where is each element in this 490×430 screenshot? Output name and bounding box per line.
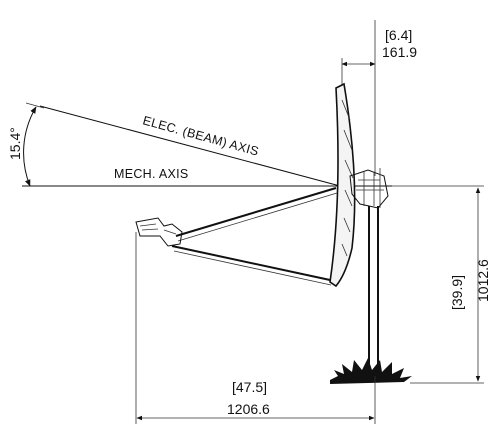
upper-strut-inner [177, 192, 338, 242]
upper-strut [175, 187, 337, 237]
feed-horn-detail [139, 223, 177, 235]
top-dim-inches: [6.4] [385, 27, 412, 43]
mech-axis-label: MECH. AXIS [114, 167, 189, 181]
mount-bracket [349, 169, 389, 209]
lower-strut-inner [173, 250, 332, 286]
angle-arc [23, 106, 37, 187]
bottom-dim-mm: 1206.6 [227, 401, 270, 417]
right-dim-inches: [39.9] [449, 275, 465, 310]
top-dim-mm: 161.9 [382, 44, 417, 60]
reflector-dish [329, 82, 356, 288]
elec-beam-axis-extension [25, 102, 45, 109]
elec-beam-axis-line [39, 105, 341, 187]
reflector-ribs [341, 99, 354, 257]
lower-strut [171, 245, 331, 281]
mount-bracket-detail [356, 172, 384, 206]
bottom-dim-inches: [47.5] [232, 379, 267, 395]
elec-axis-label: ELEC. (BEAM) AXIS [141, 113, 260, 158]
right-dim-mm: 1012.6 [475, 259, 490, 302]
angle-label: 15.4° [7, 127, 23, 160]
ground-grass [330, 358, 412, 384]
feed-horn [135, 217, 183, 247]
